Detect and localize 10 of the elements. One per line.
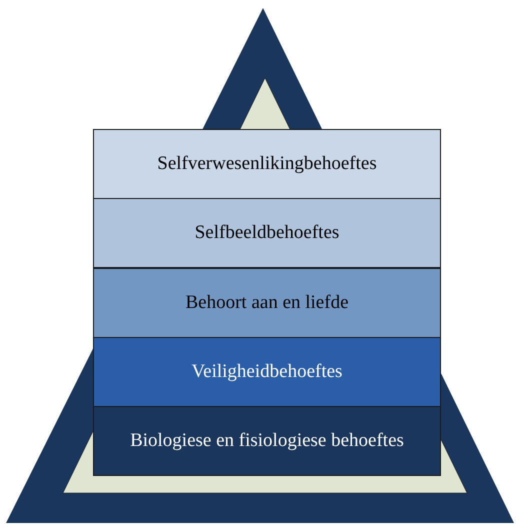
pyramid-level [93,129,441,199]
level-label: Selfverwesenlikingbehoeftes [157,153,377,175]
pyramid-level [93,337,441,407]
level-label: Selfbeeldbehoeftes [194,222,340,244]
pyramid-level [93,268,441,338]
level-label: Biologiese en fisiologiese behoeftes [130,430,404,452]
level-label: Behoort aan en liefde [185,292,348,314]
pyramid-level [93,198,441,268]
pyramid-level [93,406,441,476]
level-label: Veiligheidbehoeftes [192,361,342,383]
